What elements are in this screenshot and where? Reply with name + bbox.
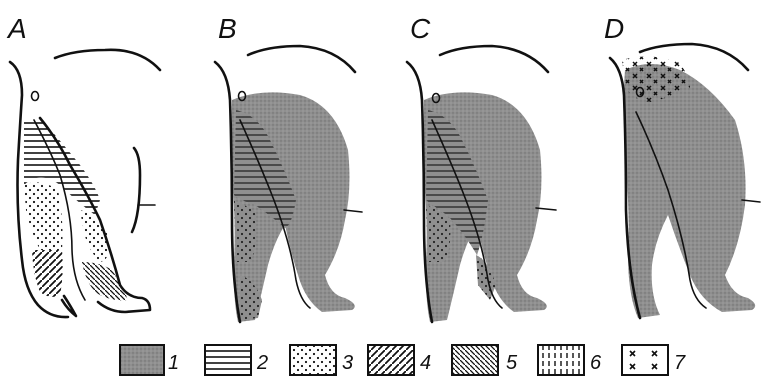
leg-toe-left <box>62 296 76 316</box>
legend-swatch-horizontal-lines <box>205 345 251 375</box>
region-diagonal-left <box>82 262 128 300</box>
legend-swatch-diagonal-right <box>368 345 414 375</box>
body-outline <box>55 50 160 70</box>
legend-label-6: 6 <box>590 352 602 374</box>
body-outline <box>440 46 548 72</box>
legend-swatch-stipple <box>120 345 164 375</box>
legend: 1 2 3 4 5 6 7 <box>120 345 686 375</box>
legend-label-4: 4 <box>420 352 431 374</box>
legend-swatch-vertical-dashes <box>538 345 584 375</box>
region-dots-left <box>24 182 63 250</box>
legend-item-7: 7 <box>622 345 686 375</box>
legend-item-3: 3 <box>290 345 353 375</box>
panel-letter-a: A <box>6 13 27 44</box>
pore-circle <box>32 92 39 101</box>
panel-d: D <box>604 13 760 318</box>
legend-item-1: 1 <box>120 345 179 375</box>
legend-item-5: 5 <box>452 345 518 375</box>
tick-line <box>344 210 362 212</box>
panel-a: A <box>6 13 160 317</box>
legend-item-2: 2 <box>205 345 268 375</box>
region-diagonal-right <box>32 250 63 297</box>
legend-label-2: 2 <box>256 352 268 374</box>
legend-swatch-dots <box>290 345 336 375</box>
outline-right <box>132 148 140 232</box>
legend-item-4: 4 <box>368 345 431 375</box>
panel-b: B <box>215 13 362 322</box>
legend-label-1: 1 <box>168 352 179 374</box>
legend-item-6: 6 <box>538 345 602 375</box>
panel-letter-c: C <box>410 13 431 44</box>
legend-swatch-diagonal-left <box>452 345 498 375</box>
body-outline <box>248 46 355 72</box>
legend-swatch-crosses <box>622 345 668 375</box>
legend-label-5: 5 <box>506 352 518 374</box>
legend-label-3: 3 <box>342 352 353 374</box>
panel-c: C <box>407 13 556 322</box>
panel-letter-d: D <box>604 13 624 44</box>
panel-letter-b: B <box>218 13 237 44</box>
legend-label-7: 7 <box>674 352 686 374</box>
